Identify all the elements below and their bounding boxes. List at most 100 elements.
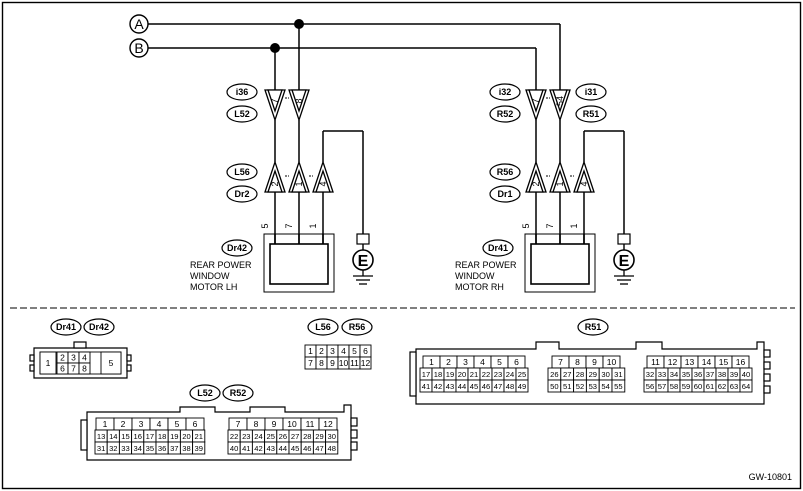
connector-pin-number: 7 bbox=[71, 364, 76, 374]
connector-pin-number: 60 bbox=[694, 382, 702, 391]
connector-pin-number: 15 bbox=[719, 357, 729, 367]
svg-text:R52: R52 bbox=[230, 388, 247, 398]
connector-pin-number: 14 bbox=[109, 432, 117, 441]
connector-pin-number: 41 bbox=[242, 444, 250, 453]
connector-pin-number: 8 bbox=[575, 357, 580, 367]
connector-cell bbox=[515, 379, 529, 393]
tag-i36: i36 bbox=[226, 83, 258, 101]
connector-pin-number: 40 bbox=[742, 370, 750, 379]
connector-pin-number: 34 bbox=[670, 370, 678, 379]
connector-pin-number: 62 bbox=[718, 382, 726, 391]
svg-text:1: 1 bbox=[569, 223, 579, 228]
connector-pin-number: 33 bbox=[121, 444, 129, 453]
left-upper-connector: 7 8 bbox=[264, 89, 310, 123]
connector-pin-number: 7 bbox=[236, 419, 241, 429]
connector-pin-number: 5 bbox=[352, 346, 357, 356]
connector-pin-number: 4 bbox=[82, 353, 87, 363]
tag-dr1: Dr1 bbox=[489, 185, 521, 203]
connector-cell bbox=[100, 351, 122, 375]
svg-text:8: 8 bbox=[294, 98, 304, 103]
left-motor-label: REAR POWER WINDOW MOTOR LH bbox=[190, 260, 252, 292]
connector-pin-number: 22 bbox=[482, 370, 490, 379]
connector-pin-number: 17 bbox=[422, 370, 430, 379]
tag-l56: L56 bbox=[226, 163, 258, 181]
svg-text:i32: i32 bbox=[499, 87, 512, 97]
svg-text:B: B bbox=[134, 40, 143, 56]
connector-pin-number: 27 bbox=[563, 370, 571, 379]
node-a: A bbox=[129, 14, 149, 34]
connector-pin-number: 41 bbox=[422, 382, 430, 391]
connector-pin-number: 2 bbox=[319, 346, 324, 356]
svg-text:REAR POWER: REAR POWER bbox=[455, 260, 517, 270]
connector-pin-number: 6 bbox=[193, 419, 198, 429]
svg-text:Dr42: Dr42 bbox=[89, 322, 109, 332]
connector-pin-number: 19 bbox=[170, 432, 178, 441]
connector-pin-number: 39 bbox=[194, 444, 202, 453]
tag-r51-connector: R51 bbox=[577, 318, 609, 336]
connector-pin-number: 40 bbox=[230, 444, 238, 453]
connector-pin-number: 4 bbox=[341, 346, 346, 356]
svg-text:7: 7 bbox=[270, 98, 280, 103]
svg-text:L52: L52 bbox=[234, 109, 250, 119]
connector-cell bbox=[192, 441, 206, 455]
connector-pin-number: 2 bbox=[60, 353, 65, 363]
connector-pin-number: 8 bbox=[319, 358, 324, 368]
connector-pin-number: 30 bbox=[601, 370, 609, 379]
svg-text:5: 5 bbox=[521, 223, 531, 228]
connector-pin-number: 26 bbox=[550, 370, 558, 379]
right-ground: E bbox=[613, 233, 635, 285]
connector-pin-number: 15 bbox=[121, 432, 129, 441]
connector-pin-number: 21 bbox=[470, 370, 478, 379]
connector-pin-number: 5 bbox=[175, 419, 180, 429]
svg-text:R51: R51 bbox=[585, 322, 602, 332]
connector-pin-number: 42 bbox=[254, 444, 262, 453]
tag-l52: L52 bbox=[226, 105, 258, 123]
connector-pin-number: 31 bbox=[97, 444, 105, 453]
connector-pin-number: 8 bbox=[254, 419, 259, 429]
svg-text:Dr1: Dr1 bbox=[497, 189, 512, 199]
svg-text:7: 7 bbox=[545, 223, 555, 228]
connector-pin-number: 11 bbox=[651, 357, 660, 367]
connector-pin-number: 35 bbox=[682, 370, 690, 379]
tag-dr41-connector: Dr41 bbox=[50, 318, 82, 336]
connector-pin-number: 28 bbox=[303, 432, 311, 441]
connector-pin-number: 29 bbox=[589, 370, 597, 379]
connector-pin-number: 30 bbox=[327, 432, 335, 441]
connector-pin-number: 20 bbox=[182, 432, 190, 441]
svg-text:E: E bbox=[619, 253, 630, 270]
connector-pin-number: 2 bbox=[121, 419, 126, 429]
svg-text:MOTOR LH: MOTOR LH bbox=[190, 282, 237, 292]
svg-text:1: 1 bbox=[294, 181, 304, 186]
connector-pin-number: 43 bbox=[266, 444, 274, 453]
connector-pin-number: 4 bbox=[157, 419, 162, 429]
connector-pin-number: 32 bbox=[109, 444, 117, 453]
connector-pin-number: 16 bbox=[133, 432, 141, 441]
connector-pin-number: 32 bbox=[646, 370, 654, 379]
connector-pin-number: 43 bbox=[446, 382, 454, 391]
left-ground: E bbox=[352, 233, 374, 285]
connector-pin-number: 14 bbox=[702, 357, 712, 367]
tag-dr2: Dr2 bbox=[226, 185, 258, 203]
connector-pin-number: 52 bbox=[576, 382, 584, 391]
tag-r52-connector: R52 bbox=[222, 384, 254, 402]
connector-pin-number: 23 bbox=[242, 432, 250, 441]
connector-pin-number: 46 bbox=[303, 444, 311, 453]
connector-pin-number: 21 bbox=[194, 432, 202, 441]
connector-pin-number: 51 bbox=[563, 382, 571, 391]
svg-text:R52: R52 bbox=[497, 109, 514, 119]
right-motor-label: REAR POWER WINDOW MOTOR RH bbox=[455, 260, 517, 292]
connector-pin-number: 8 bbox=[82, 364, 87, 374]
connector-pin-number: 31 bbox=[614, 370, 622, 379]
connector-pin-number: 25 bbox=[518, 370, 526, 379]
left-lower-connector: 2 1 4 bbox=[264, 159, 334, 193]
connector-pin-number: 28 bbox=[576, 370, 584, 379]
connector-cell bbox=[325, 441, 339, 455]
connector-pin-number: 7 bbox=[308, 358, 313, 368]
connector-pin-number: 38 bbox=[182, 444, 190, 453]
connector-pin-number: 9 bbox=[330, 358, 335, 368]
connector-pin-number: 3 bbox=[139, 419, 144, 429]
connector-pin-number: 9 bbox=[272, 419, 277, 429]
